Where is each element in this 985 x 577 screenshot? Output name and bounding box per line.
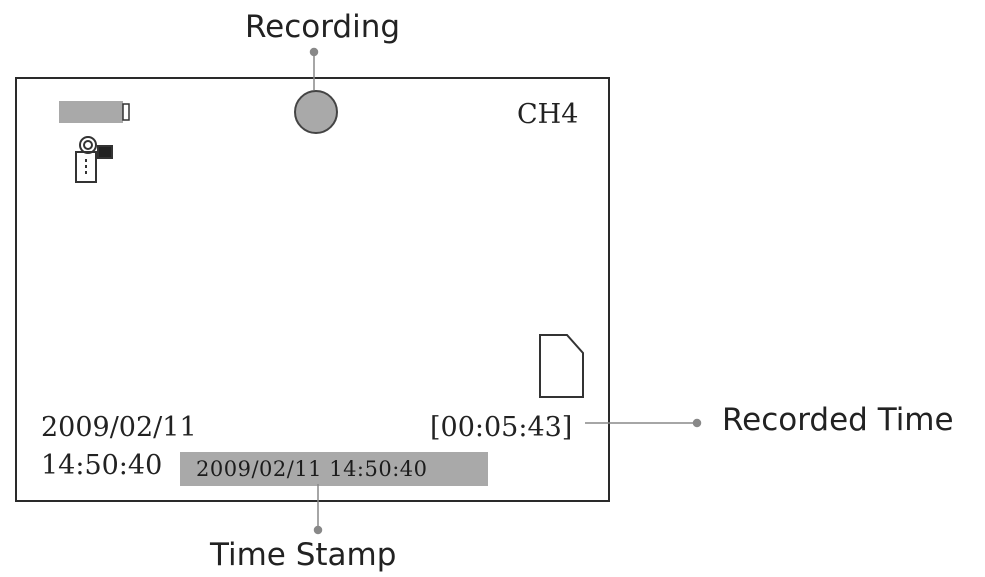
time-stamp-box: 2009/02/11 14:50:40: [180, 452, 488, 486]
camera-screen: CH4 2009/02/11 14:50:40 [00:05:43] 2009/…: [15, 77, 610, 502]
date-readout: 2009/02/11: [41, 412, 197, 443]
recorded-time-callout-label: Recorded Time: [722, 402, 954, 438]
recorded-time-leader-dot: [692, 418, 702, 428]
recording-indicator-icon: [294, 90, 338, 134]
sd-card-icon: [539, 334, 584, 398]
recording-leader-dot: [309, 47, 319, 57]
screen-icons: [59, 90, 584, 398]
time-stamp-callout-label: Time Stamp: [210, 537, 397, 573]
time-readout: 14:50:40: [41, 450, 163, 481]
battery-icon: [59, 101, 130, 123]
camcorder-icon: [75, 136, 113, 183]
recorded-time-readout: [00:05:43]: [430, 412, 573, 443]
recording-callout-label: Recording: [245, 9, 401, 45]
time-stamp-text: 2009/02/11 14:50:40: [196, 457, 428, 481]
time-stamp-leader-dot: [313, 525, 323, 535]
channel-label: CH4: [517, 99, 579, 130]
